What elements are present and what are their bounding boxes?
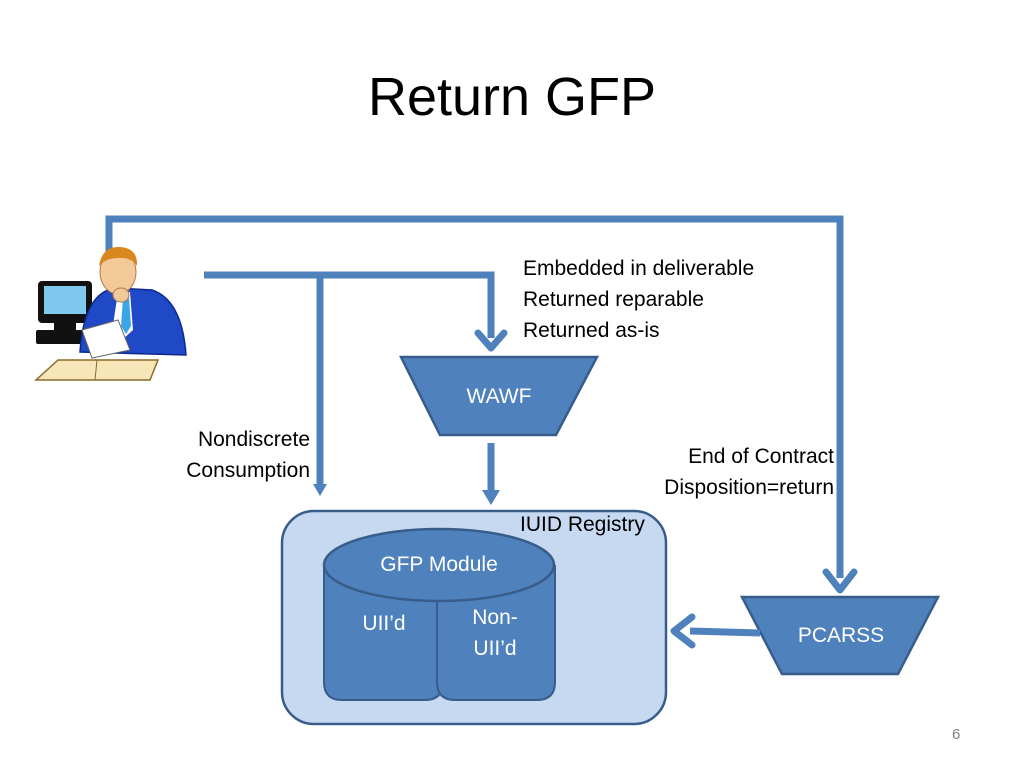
person-at-computer-clipart [34, 246, 187, 381]
arrow-label-embedded: Embedded in deliverable [523, 257, 755, 280]
arrow-label-as-is: Returned as-is [523, 319, 660, 342]
pcarss-label: PCARSS [797, 624, 885, 647]
arrowhead-nondiscrete [313, 484, 327, 496]
iuid-registry-label: IUID Registry [520, 513, 645, 536]
arrowhead-wawf [474, 329, 508, 352]
arrow-label-nondiscrete: Nondiscrete [197, 428, 310, 451]
gfp-module-label: GFP Module [380, 553, 498, 576]
arrow-label-disposition: Disposition=return [664, 476, 834, 499]
uiid-label: UII’d [362, 612, 406, 635]
non-uiid-label-line1: Non- [472, 606, 518, 629]
arrow-end-of-contract-line [105, 215, 844, 578]
arrowhead-wawf-registry [482, 490, 500, 505]
wawf-label: WAWF [466, 385, 532, 408]
pcarss-shape [739, 595, 941, 676]
gfp-module-top [322, 527, 556, 603]
page-number: 6 [952, 726, 961, 743]
non-uiid-label-line2: UII’d [473, 637, 517, 660]
slide-title: Return GFP [367, 67, 657, 127]
arrow-pcarss-registry-line [689, 627, 761, 637]
wawf-shape [398, 355, 600, 437]
arrow-to-wawf-line [204, 271, 495, 338]
arrowhead-pcarss [822, 568, 858, 594]
arrow-label-consumption: Consumption [186, 459, 310, 482]
arrow-label-reparable: Returned reparable [523, 288, 704, 311]
gfp-module-cylinder [322, 527, 556, 701]
arrowhead-pcarss-registry [670, 613, 696, 649]
arrow-label-end-of-contract: End of Contract [688, 445, 834, 468]
